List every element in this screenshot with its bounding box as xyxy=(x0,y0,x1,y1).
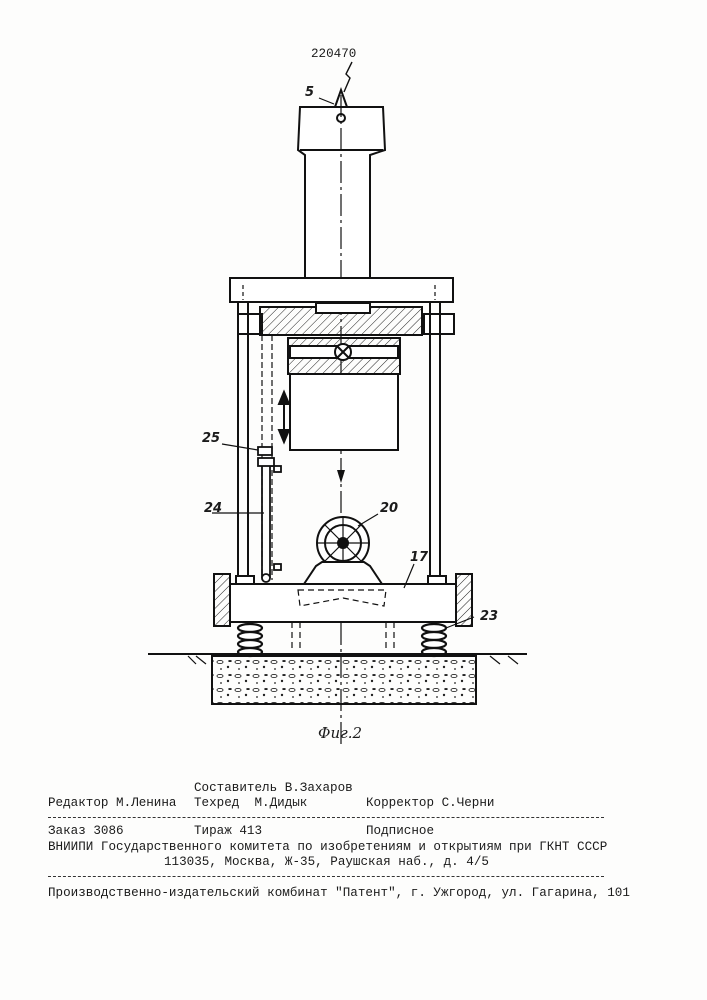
callout-17: 17 xyxy=(410,551,428,564)
composer-line: Составитель В.Захаров xyxy=(194,782,353,795)
divider-2 xyxy=(48,876,604,877)
corrector-line: Корректор С.Черни xyxy=(366,797,494,810)
travel-arrow xyxy=(279,392,289,442)
editor-line: Редактор М.Ленина xyxy=(48,797,176,810)
callout-24: 24 xyxy=(204,502,222,515)
address-line: 113035, Москва, Ж-35, Раушская наб., д. … xyxy=(164,856,489,869)
figure-caption: Фиг.2 xyxy=(318,726,362,741)
circulation-line: Тираж 413 xyxy=(194,825,262,838)
divider-1 xyxy=(48,817,604,818)
technical-drawing xyxy=(0,0,707,760)
clamp-plate xyxy=(260,303,422,335)
roller-specimen xyxy=(304,517,382,584)
stop-rod xyxy=(258,447,281,582)
subscription-line: Подписное xyxy=(366,825,434,838)
printer-line: Производственно-издательский комбинат "П… xyxy=(48,887,630,900)
callout-25: 25 xyxy=(202,432,220,445)
callout-20: 20 xyxy=(380,502,398,515)
tech-editor-line: Техред М.Дидык xyxy=(194,797,307,810)
press-block xyxy=(288,338,400,450)
order-line: Заказ 3086 xyxy=(48,825,124,838)
damper-springs xyxy=(238,624,446,656)
foundation xyxy=(148,654,527,704)
institute-line: ВНИИПИ Государственного комитета по изоб… xyxy=(48,841,607,854)
callout-5: 5 xyxy=(305,86,314,99)
callout-23: 23 xyxy=(480,610,498,623)
